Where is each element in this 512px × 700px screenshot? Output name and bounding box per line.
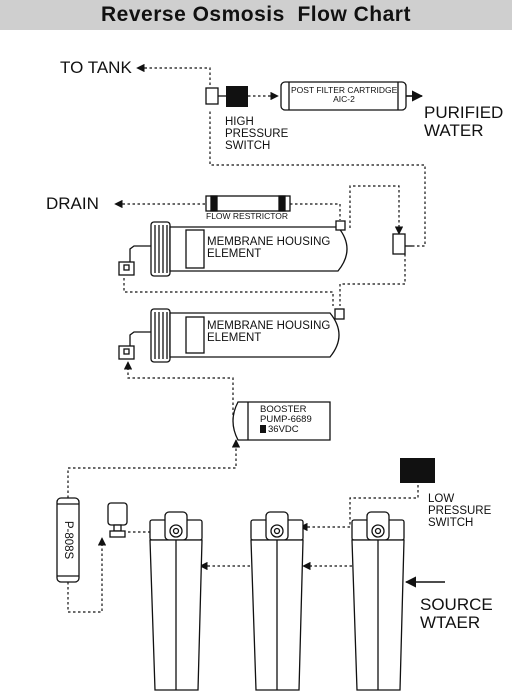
membrane-housing-2-label: MEMBRANE HOUSING ELEMENT	[207, 320, 330, 344]
low-pressure-switch-line-2: PRESSURE	[428, 505, 492, 518]
line-uv-bottom	[67, 537, 107, 613]
membrane-housing-2-line-2: ELEMENT	[207, 332, 262, 345]
high-pressure-switch-icon	[226, 86, 248, 107]
filter-housing-1	[149, 511, 203, 691]
line-tee-to-mb2	[339, 254, 406, 306]
uv-filter-p808s	[56, 497, 80, 583]
line-booster-to-mb2	[123, 361, 234, 420]
source-water-line-1: SOURCE	[420, 595, 493, 614]
high-pressure-switch-line-2: PRESSURE	[225, 128, 289, 141]
post-filter-line-2: AIC-2	[333, 93, 355, 104]
flow-restrictor-label: FLOW RESTRICTOR	[206, 211, 289, 221]
drain-label: DRAIN	[46, 194, 99, 213]
tee-fitting-right	[392, 233, 406, 255]
low-pressure-switch-label: LOW PRESSURE SWITCH	[428, 493, 491, 529]
low-pressure-valve	[107, 502, 128, 538]
post-filter-label: POST FILTER CARTRIDGE AIC-2	[291, 86, 397, 104]
to-tank-label: TO TANK	[60, 58, 132, 77]
source-water-label: SOURCE WTAER	[420, 596, 493, 632]
tee-fitting-top	[205, 87, 219, 105]
flow-restrictor	[205, 195, 291, 212]
line-mb1-to-tee	[349, 185, 404, 235]
filter-housing-2	[250, 511, 304, 691]
booster-pump-label: BOOSTER PUMP-6689 36VDC	[260, 405, 312, 435]
booster-pump-line-1: BOOSTER	[260, 404, 307, 415]
membrane-housing-2	[118, 308, 345, 363]
low-pressure-switch-icon	[400, 458, 435, 483]
low-pressure-switch-line-3: SWITCH	[428, 517, 474, 530]
title-bar	[0, 0, 512, 30]
membrane-housing-1	[118, 220, 348, 277]
uv-filter-label: P-808S	[62, 520, 75, 560]
source-water-line-2: WTAER	[420, 612, 481, 632]
post-filter-cartridge	[280, 81, 407, 111]
line-lp-switch	[299, 480, 419, 532]
line-uvfilter-to-booster	[67, 439, 241, 498]
line-mb1-inlet	[123, 278, 334, 306]
line-to-tank	[136, 63, 211, 95]
diagram-title: Reverse Osmosis Flow Chart	[101, 3, 411, 26]
high-pressure-switch-label: HIGH PRESSURE SWITCH	[225, 116, 288, 152]
booster-pump-line-3: 36VDC	[268, 423, 299, 435]
voltage-marker-icon	[260, 425, 266, 433]
filter-housing-3	[351, 511, 405, 691]
membrane-housing-1-line-2: ELEMENT	[207, 248, 262, 261]
booster-pump	[232, 401, 331, 441]
booster-pump-line-2: PUMP-6689	[260, 413, 312, 425]
purified-water-line-1: PURIFIED	[424, 103, 504, 122]
line-restrictor-to-mb1	[290, 203, 341, 220]
membrane-housing-1-line-1: MEMBRANE HOUSING	[207, 236, 331, 248]
purified-water-label: PURIFIED WATER	[424, 104, 503, 140]
low-pressure-switch-line-1: LOW	[428, 493, 455, 505]
line-loop-up	[209, 110, 426, 247]
membrane-housing-2-line-1: MEMBRANE HOUSING	[207, 320, 331, 332]
high-pressure-switch-line-3: SWITCH	[225, 140, 271, 153]
post-filter-line-1: POST FILTER CARTRIDGE	[291, 85, 398, 95]
membrane-housing-1-label: MEMBRANE HOUSING ELEMENT	[207, 236, 330, 260]
purified-water-line-2: WATER	[424, 120, 484, 140]
high-pressure-switch-line-1: HIGH	[225, 116, 254, 128]
